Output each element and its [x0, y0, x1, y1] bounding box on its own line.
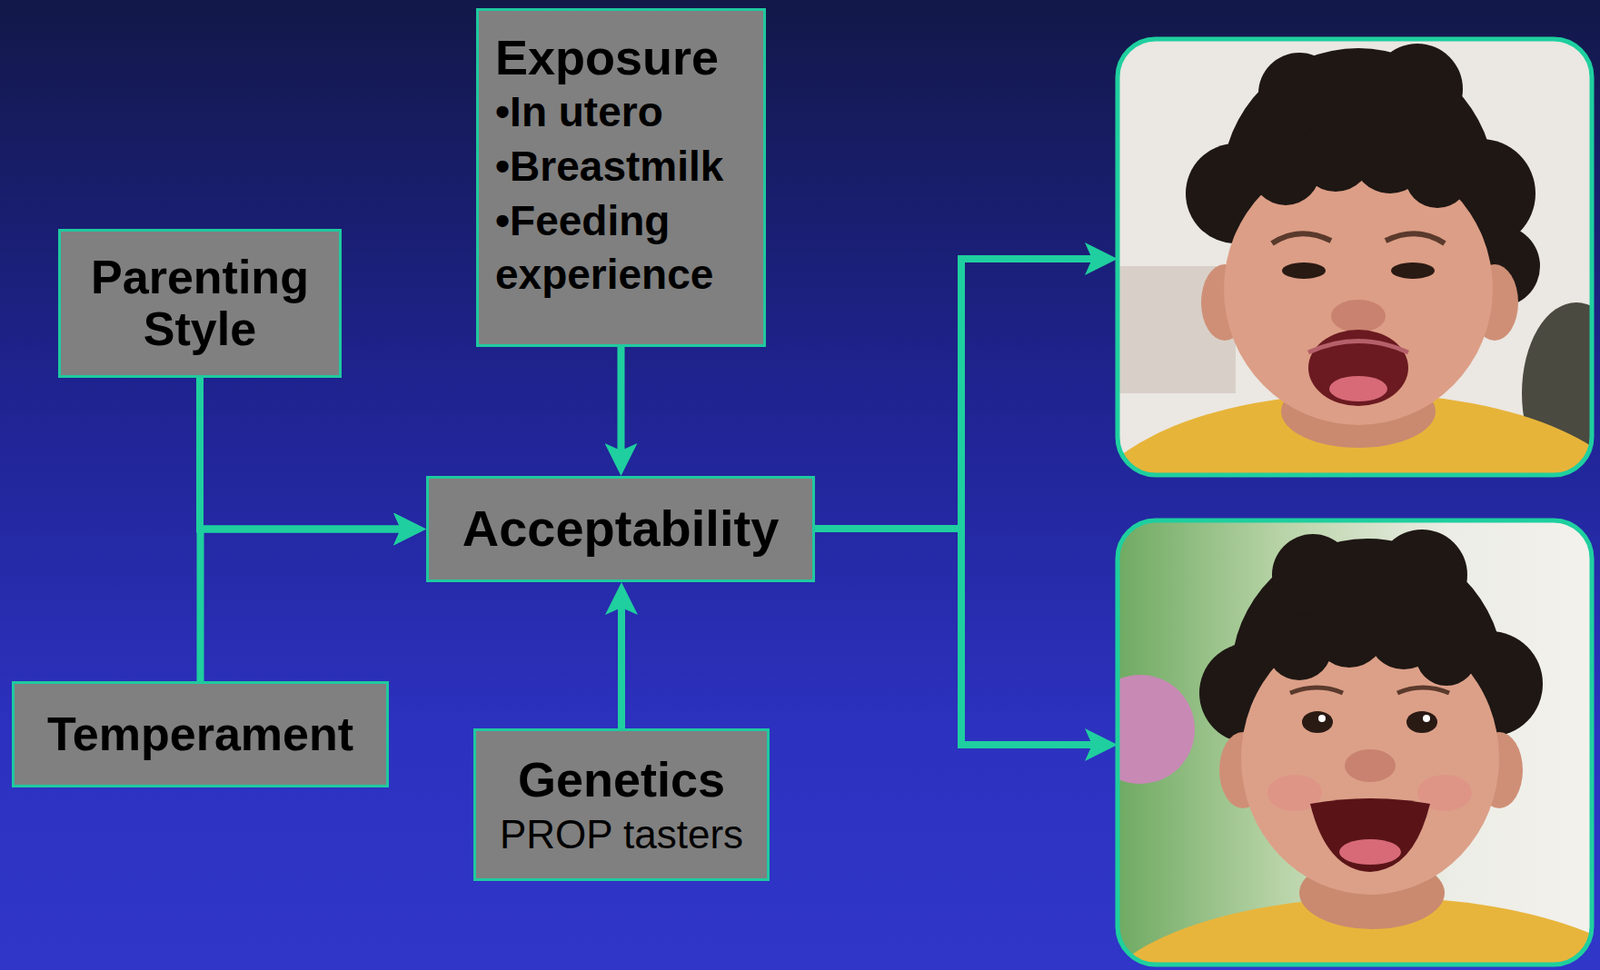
crying-baby-photo — [1331, 299, 1386, 333]
crying-baby-photo — [1329, 376, 1388, 402]
connector-arrow — [199, 377, 408, 530]
smiling-baby-photo — [1318, 715, 1326, 723]
crying-baby-photo — [1117, 39, 1592, 476]
box-heading: Temperament — [29, 707, 372, 763]
factor-box: GeneticsPROP tasters — [473, 728, 770, 882]
crying-baby-photo — [1117, 39, 1592, 476]
factor-box: Temperament — [11, 681, 389, 788]
smiling-baby-photo — [1344, 749, 1396, 783]
smiling-baby-photo — [1117, 520, 1592, 965]
crying-baby-photo — [1404, 142, 1471, 209]
box-heading: Parenting Style — [75, 251, 325, 356]
crying-baby-photo — [1308, 329, 1409, 407]
smiling-baby-photo — [1406, 711, 1438, 734]
crying-baby-photo — [1272, 233, 1332, 244]
result-arrows — [814, 258, 1100, 746]
connector-arrow — [617, 347, 626, 458]
exposure-box: Exposure•In utero•Breastmilk•Feeding exp… — [476, 8, 766, 348]
bullet-item: •Breastmilk — [495, 139, 747, 195]
outcome-box: Acceptability — [426, 476, 815, 583]
smiling-baby-photo — [1290, 687, 1343, 694]
crying-baby-photo — [1385, 233, 1445, 244]
result-arrow — [814, 525, 962, 533]
box-heading: Acceptability — [443, 499, 798, 558]
crying-baby-photo — [1308, 341, 1409, 354]
bullet-item: •Feeding experience — [495, 194, 747, 304]
smiling-baby-photo — [1117, 520, 1592, 965]
smiling-baby-photo — [1310, 798, 1431, 873]
connector-arrow — [200, 529, 409, 683]
box-subtext: PROP tasters — [490, 809, 753, 860]
crying-baby-photo — [1391, 262, 1435, 279]
smiling-baby-photo — [1422, 715, 1431, 723]
smiling-baby-photo — [1117, 675, 1195, 785]
result-arrow — [961, 258, 1100, 529]
crying-baby-photo — [1281, 262, 1326, 279]
smiling-baby-photo — [1339, 839, 1402, 865]
connector-arrow — [617, 600, 626, 729]
box-heading: Exposure — [495, 29, 747, 86]
bullet-item: •In utero — [495, 85, 747, 140]
smiling-baby-photo — [1415, 624, 1478, 686]
result-arrow — [961, 528, 1100, 746]
smiling-baby-photo — [1397, 687, 1450, 694]
box-heading: Genetics — [490, 750, 753, 810]
smiling-baby-photo — [1301, 711, 1333, 734]
factor-box: Parenting Style — [58, 228, 342, 378]
smiling-baby-photo — [1085, 520, 1600, 970]
crying-baby-photo — [1117, 39, 1592, 476]
